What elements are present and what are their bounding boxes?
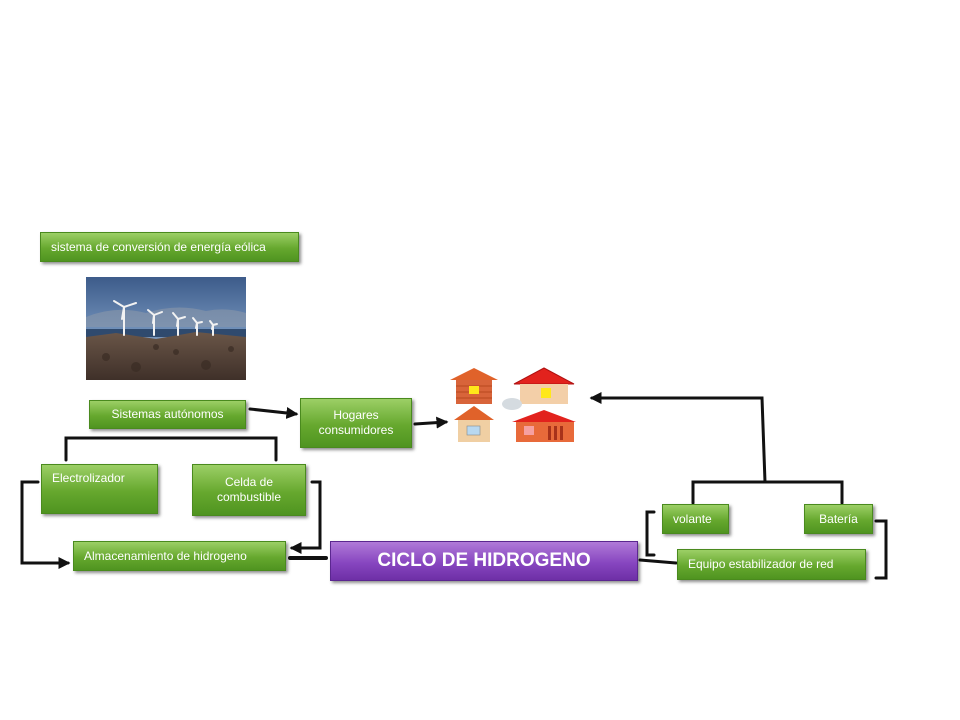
- hydrogen-storage-box: Almacenamiento de hidrogeno: [73, 541, 286, 571]
- wind-system-label: sistema de conversión de energía eólica: [51, 239, 266, 254]
- arrow-electrolyzer-to-storage: [20, 480, 71, 569]
- arrow-autonomous-to-homes: [248, 406, 299, 419]
- arrow-storage-to-houses: [589, 392, 767, 484]
- fork-storage-devices: [691, 480, 844, 505]
- bracket-right: [874, 519, 888, 580]
- link-cycle-stabilizer: [638, 558, 678, 565]
- bracket-generation: [64, 436, 278, 462]
- bracket-storage-devices: [645, 510, 656, 557]
- homes-box: Hogares consumidores: [300, 398, 412, 448]
- flywheel-box: volante: [662, 504, 729, 534]
- electrolyzer-box: Electrolizador: [41, 464, 158, 514]
- fuel-cell-label: Celda de combustible: [216, 475, 282, 504]
- autonomous-label: Sistemas autónomos: [111, 407, 224, 421]
- cycle-label: CICLO DE HIDROGENO: [377, 550, 591, 571]
- autonomous-systems-box: Sistemas autónomos: [89, 400, 246, 429]
- wind-system-box: sistema de conversión de energía eólica: [40, 232, 299, 262]
- houses-illustration: [448, 366, 580, 446]
- electrolyzer-label: Electrolizador: [52, 471, 125, 485]
- arrow-homes-to-houses: [413, 416, 449, 429]
- storage-label: Almacenamiento de hidrogeno: [84, 548, 247, 563]
- hydrogen-cycle-box: CICLO DE HIDROGENO: [330, 541, 638, 581]
- grid-stabilizer-box: Equipo estabilizador de red: [677, 549, 866, 580]
- flywheel-label: volante: [673, 511, 712, 526]
- wind-turbines-photo: [86, 277, 246, 380]
- homes-label: Hogares consumidores: [318, 408, 394, 437]
- battery-box: Batería: [804, 504, 873, 534]
- fuel-cell-box: Celda de combustible: [192, 464, 306, 516]
- stabilizer-label: Equipo estabilizador de red: [688, 557, 834, 571]
- battery-label: Batería: [819, 511, 858, 526]
- arrow-fuelcell-to-storage: [289, 480, 322, 554]
